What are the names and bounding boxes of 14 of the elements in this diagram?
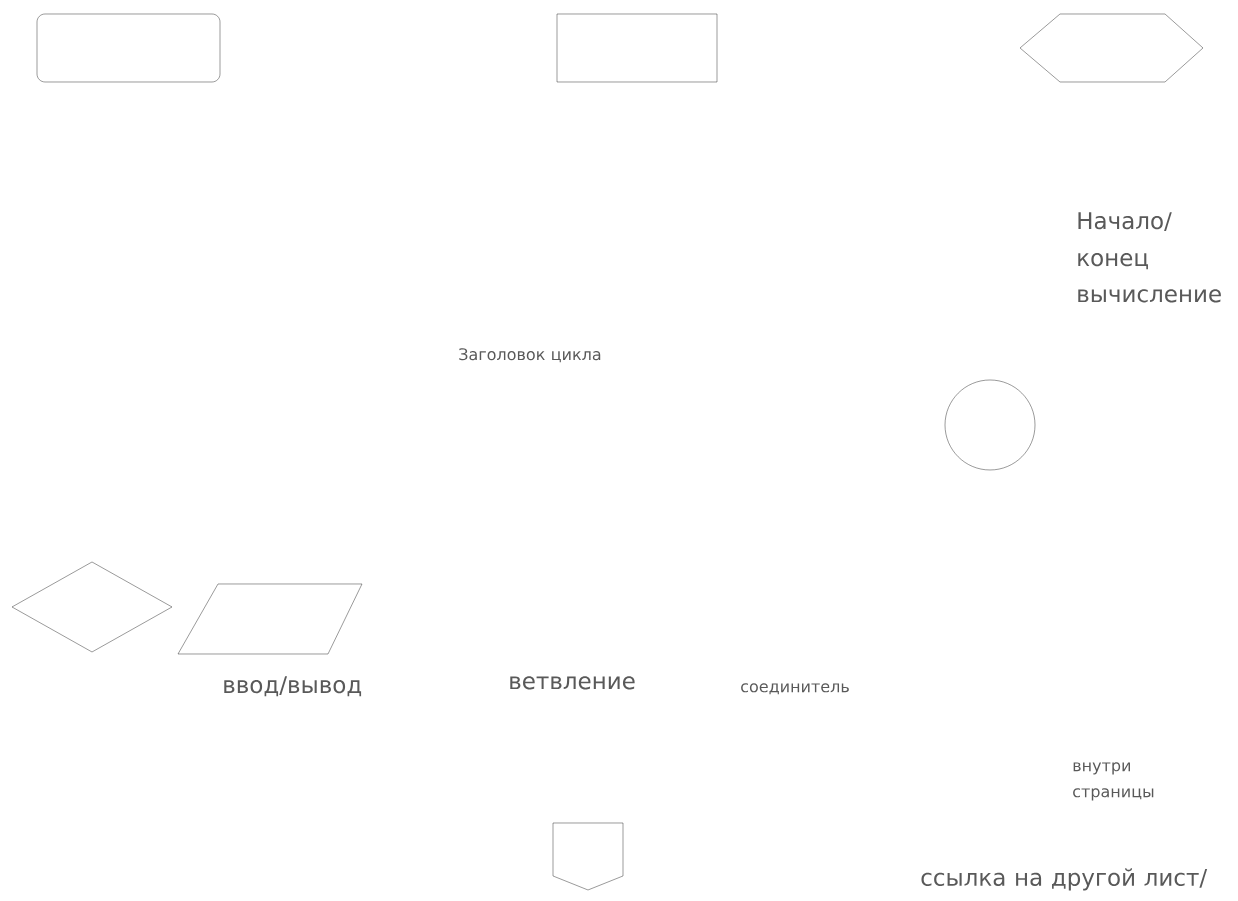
symbol-label: Заголовок цикла — [459, 348, 601, 363]
rounded-box-symbol — [36, 13, 221, 83]
symbol-label: ссылка на другой лист/ — [921, 868, 1208, 891]
decision-diamond — [11, 561, 173, 653]
parallelogram-symbol — [177, 583, 363, 655]
hexagon-symbol — [1019, 13, 1204, 83]
connector-circle — [944, 379, 1036, 471]
symbol-label: ввод/вывод — [224, 676, 362, 697]
symbol-label: соединитель — [741, 683, 849, 695]
symbol-label: ветвление — [510, 676, 635, 690]
off-page-connector-symbol — [552, 822, 624, 891]
symbol-label: вычисление — [1078, 289, 1221, 303]
process-box-symbol — [556, 13, 718, 83]
symbol-label: внутри страницы — [1073, 762, 1154, 801]
